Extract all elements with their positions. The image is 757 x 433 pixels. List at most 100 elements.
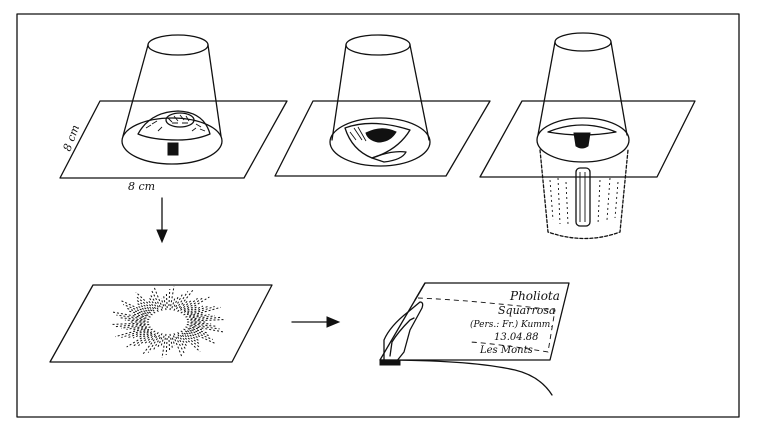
step-4-spore-print [49, 284, 273, 363]
spore-streak [157, 337, 163, 349]
spore-streak [160, 298, 165, 307]
spore-streak [131, 326, 148, 331]
spore-streak [149, 293, 159, 308]
spore-streak [121, 329, 146, 338]
spore-streak [142, 336, 158, 355]
spore-streak [189, 330, 213, 340]
spore-streak [190, 316, 221, 321]
arrow-right-icon [291, 316, 341, 328]
spore-streak [132, 328, 153, 339]
spore-streak [135, 291, 155, 310]
spore-streak [171, 298, 176, 309]
arrow-down-icon [156, 197, 168, 244]
spore-streak [143, 333, 156, 345]
spore-streak [115, 323, 146, 328]
glass-base-1 [121, 117, 223, 165]
spore-streak [165, 291, 168, 309]
envelope-sheet [379, 282, 570, 361]
spore-streak [123, 304, 147, 314]
spore-streak [138, 331, 149, 338]
spore-streak [148, 297, 159, 310]
spore-streak [169, 333, 173, 349]
spore-streak [138, 334, 153, 346]
spore-streak [121, 300, 153, 316]
spore-streak [116, 314, 150, 320]
spore-streak [183, 305, 204, 316]
spore-print-icon [110, 286, 226, 358]
spore-streak [124, 319, 146, 322]
paper-sheet-3 [479, 100, 696, 178]
spore-streak [126, 331, 153, 348]
spore-streak [181, 334, 201, 353]
spore-streak [180, 297, 204, 314]
spore-streak [183, 328, 215, 344]
spore-streak [193, 319, 226, 322]
paper-clip-icon [379, 301, 424, 366]
spore-streak [120, 324, 150, 329]
spore-streak [161, 333, 167, 358]
spore-streak [186, 332, 200, 342]
spore-streak [169, 286, 175, 311]
spore-streak [112, 311, 147, 319]
note-species: Squarrosa [498, 304, 556, 317]
water-cup-icon [539, 149, 629, 240]
step-2-cut-cap-under-glass [274, 34, 491, 177]
spore-streak [160, 335, 165, 346]
step-1-cap-under-glass: 8 cm 8 cm [59, 34, 288, 193]
spore-streak [177, 334, 188, 347]
spore-streak [120, 317, 143, 321]
spore-streak [187, 306, 198, 313]
spore-streak [136, 302, 150, 312]
spore-streak [151, 290, 163, 311]
dimension-label-bottom: 8 cm [128, 180, 155, 193]
spore-streak [192, 314, 210, 319]
note-date: 13.04.88 [494, 332, 539, 343]
paper-sheet-1 [59, 100, 288, 179]
spore-streak [165, 337, 168, 356]
spore-streak [173, 333, 185, 354]
spore-streak [147, 334, 161, 353]
spore-streak [110, 322, 143, 325]
spore-streak [183, 296, 210, 313]
paper-sheet-4 [49, 284, 273, 363]
spore-streak [185, 306, 221, 318]
spore-streak [168, 288, 171, 307]
spore-streak [173, 295, 179, 307]
glass-top-1 [147, 34, 209, 56]
dimension-label-side: 8 cm [61, 123, 82, 153]
step-5-labelled-envelope: Pholiota Squarrosa (Pers.: Fr.) Kumm. 13… [379, 282, 570, 396]
spore-streak [152, 333, 163, 351]
spore-streak [126, 325, 144, 330]
mushroom-cap-icon [137, 110, 211, 156]
spore-streak [128, 310, 151, 318]
note-location: Les Monts [479, 345, 533, 356]
spore-streak [190, 306, 215, 315]
spore-streak [177, 336, 187, 351]
spore-streak [186, 315, 216, 320]
paper-sheet-2 [274, 100, 491, 177]
glass-base-2 [329, 117, 431, 167]
spore-streak [193, 323, 216, 327]
spore-streak [178, 289, 194, 308]
spore-streak [185, 326, 208, 334]
spore-streak [168, 335, 171, 353]
note-genus: Pholiota [509, 289, 560, 303]
spore-streak [175, 291, 189, 310]
spore-streak [188, 313, 205, 318]
spore-streak [171, 337, 176, 346]
cut-cap-icon [344, 122, 411, 163]
spore-streak [173, 293, 184, 311]
spore-streak [190, 322, 212, 325]
mushroom-on-stem-icon [547, 124, 617, 149]
glass-top-2 [345, 34, 411, 56]
spore-streak [163, 295, 167, 311]
spore-streak [186, 324, 220, 330]
spore-streak [132, 330, 156, 347]
spore-streak [183, 298, 198, 310]
spore-streak [115, 326, 151, 338]
diagram-frame [16, 13, 740, 418]
spore-streak [180, 299, 193, 311]
glass-top-3 [554, 32, 612, 52]
